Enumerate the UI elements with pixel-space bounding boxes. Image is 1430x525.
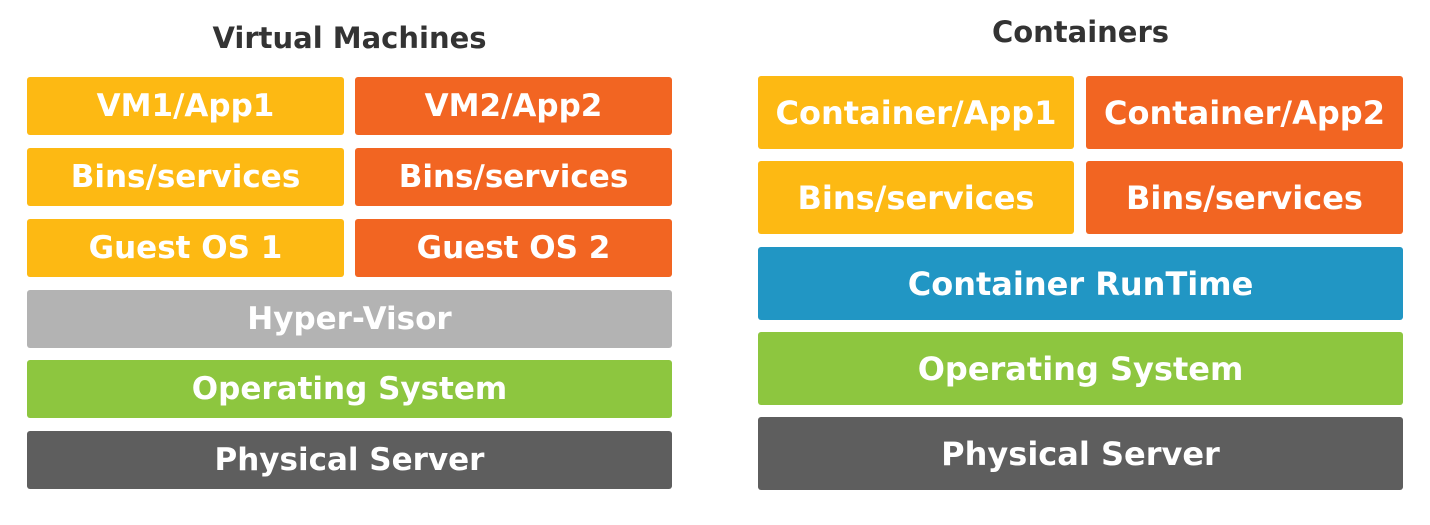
vm-physical-server-block: Physical Server	[27, 431, 672, 489]
vm2-bins-block: Bins/services	[355, 148, 672, 206]
container-bins-2-block: Bins/services	[1086, 161, 1403, 234]
vm1-bins-block: Bins/services	[27, 148, 344, 206]
vm-title: Virtual Machines	[212, 21, 487, 55]
container-app2-block: Container/App2	[1086, 76, 1403, 149]
guest-os-1-block: Guest OS 1	[27, 219, 344, 277]
containers-title: Containers	[991, 15, 1170, 49]
container-runtime-block: Container RunTime	[758, 247, 1403, 320]
container-app1-block: Container/App1	[758, 76, 1074, 149]
containers-physical-server-block: Physical Server	[758, 417, 1403, 490]
containers-operating-system-block: Operating System	[758, 332, 1403, 405]
vm-operating-system-block: Operating System	[27, 360, 672, 418]
container-bins-1-block: Bins/services	[758, 161, 1074, 234]
hypervisor-block: Hyper-Visor	[27, 290, 672, 348]
vm2-app-block: VM2/App2	[355, 77, 672, 135]
vm1-app-block: VM1/App1	[27, 77, 344, 135]
guest-os-2-block: Guest OS 2	[355, 219, 672, 277]
